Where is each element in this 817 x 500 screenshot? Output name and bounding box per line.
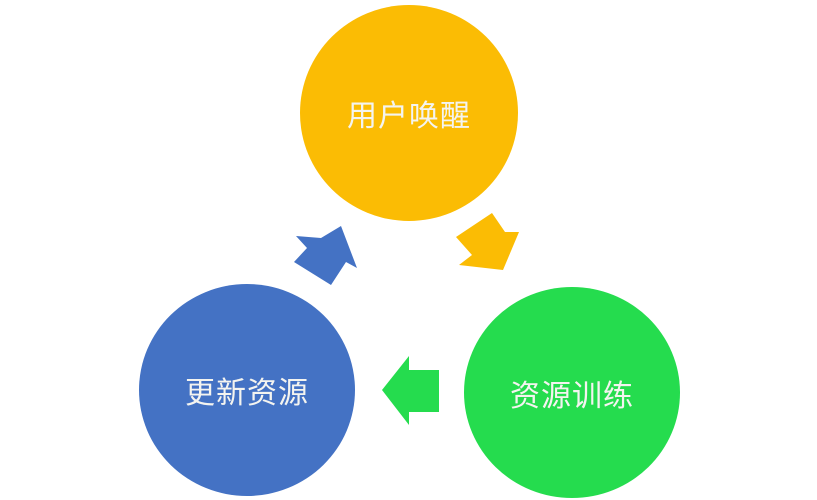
node-update-resources: 更新资源: [139, 284, 355, 496]
node-label: 资源训练: [510, 378, 634, 414]
node-label: 用户唤醒: [347, 99, 471, 134]
arrow-down-right-icon: [456, 213, 519, 270]
arrow-up-right-icon: [294, 226, 357, 285]
node-label: 更新资源: [185, 376, 309, 411]
arrow-left-icon: [382, 356, 439, 425]
node-user-wakeup: 用户唤醒: [300, 5, 518, 221]
node-resource-training: 资源训练: [464, 287, 680, 498]
